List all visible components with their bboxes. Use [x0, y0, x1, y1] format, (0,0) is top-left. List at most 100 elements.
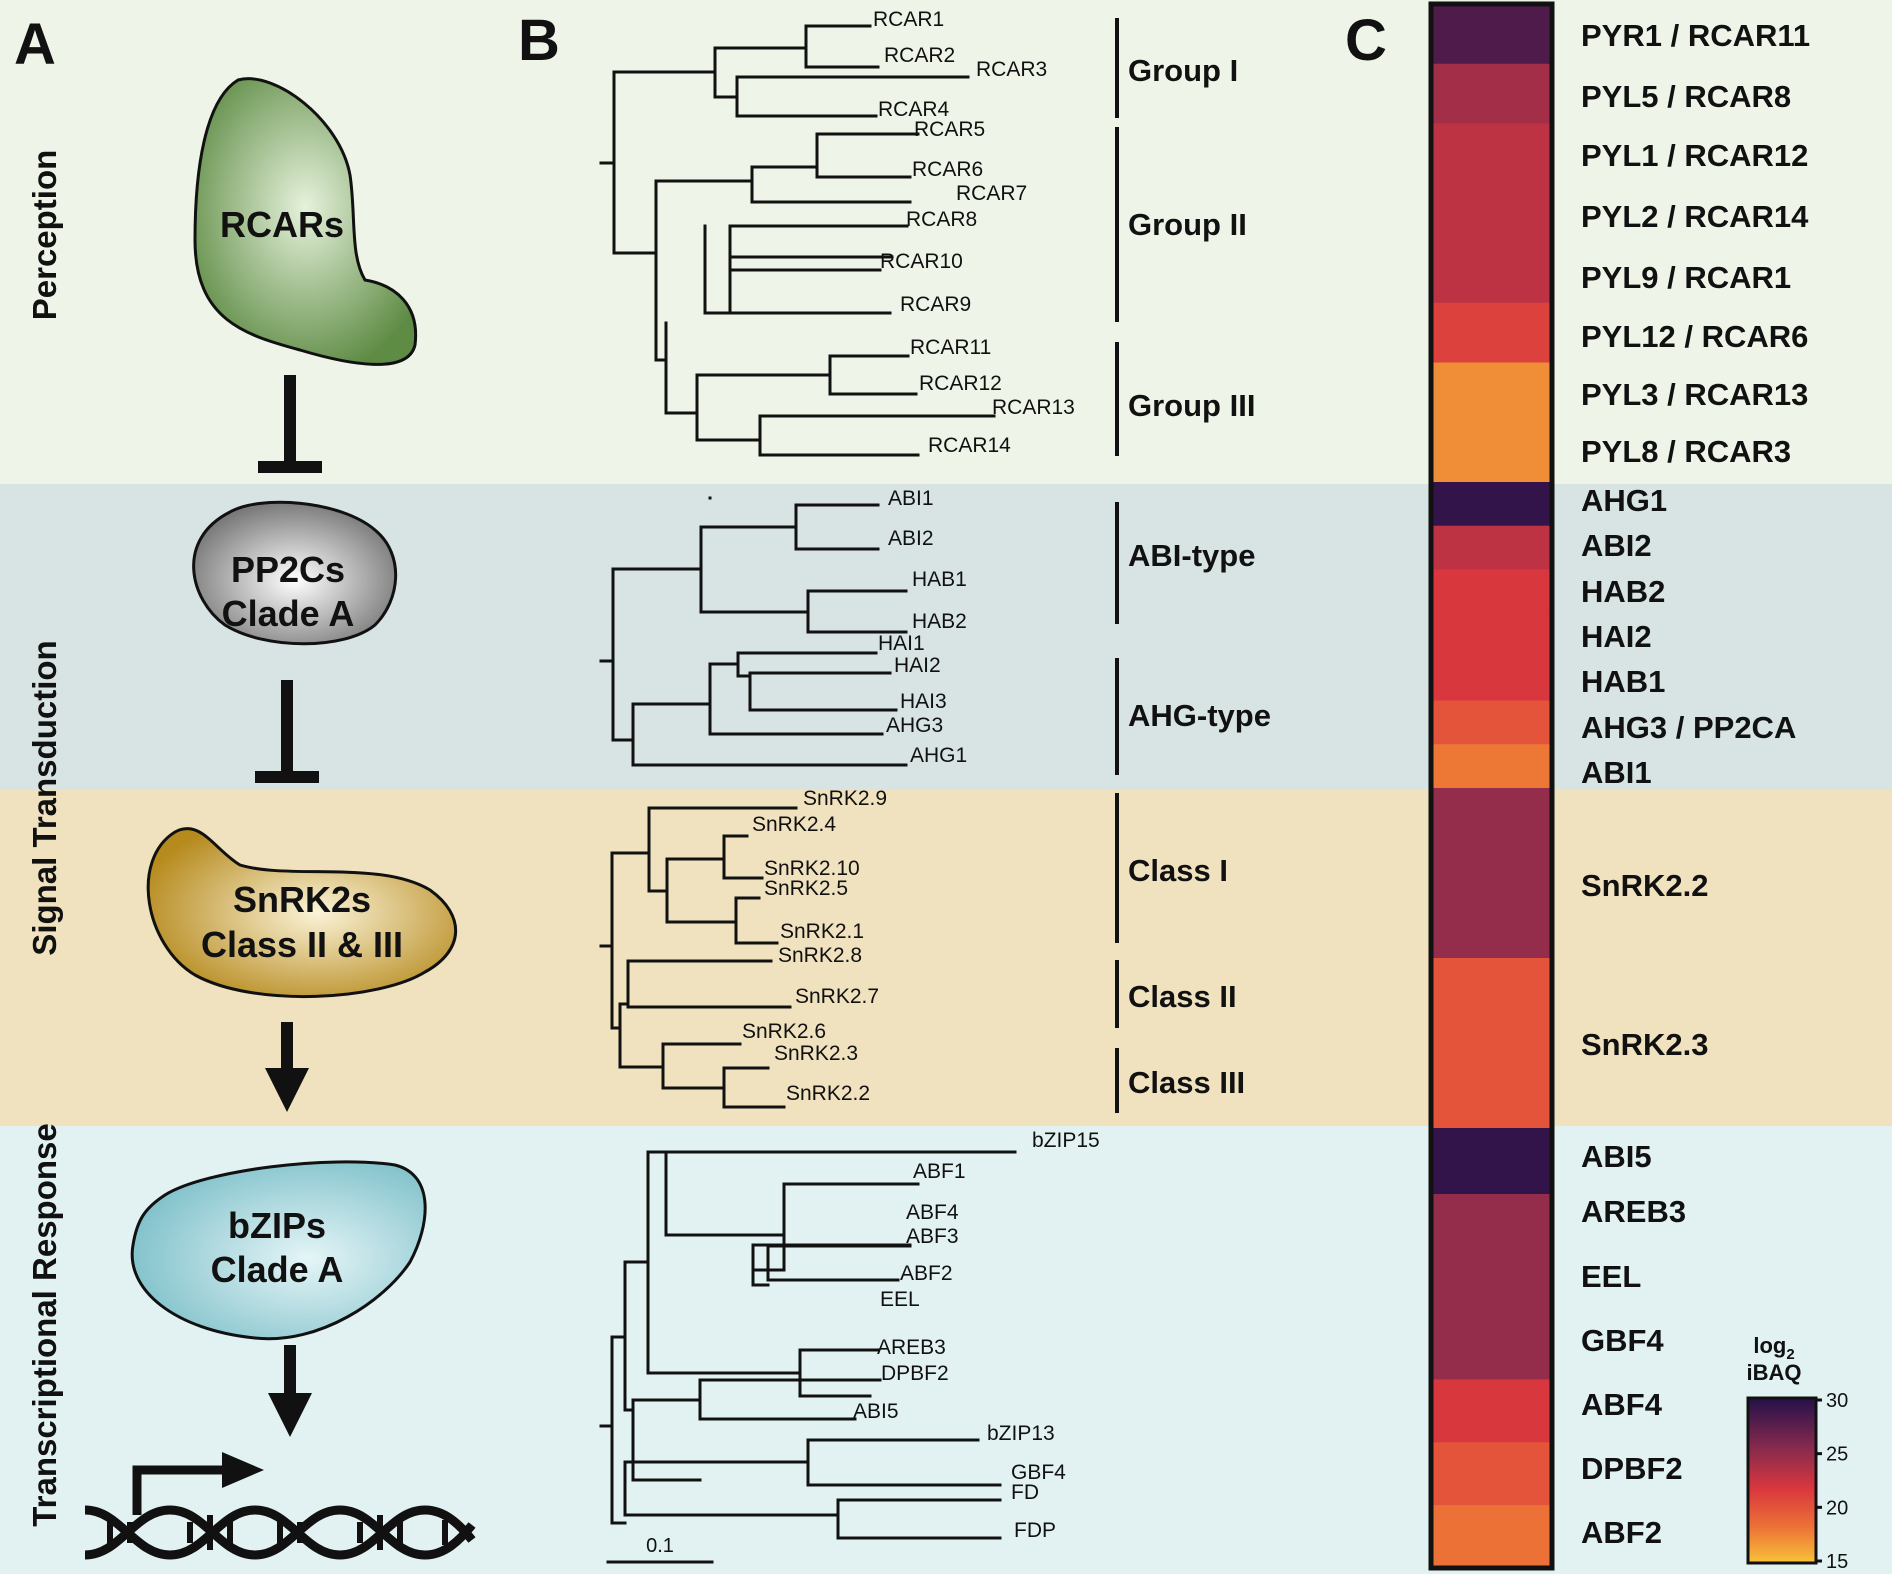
pp2cs-label-line1: PP2Cs: [231, 549, 345, 590]
pp2c-tree: [599, 503, 908, 767]
tree-leaf-rcar: RCAR7: [956, 182, 1027, 205]
tree-leaf-rcar: RCAR6: [912, 158, 983, 181]
colorbar-tick-label: 30: [1826, 1390, 1848, 1412]
tree-leaf-snrk: SnRK2.8: [778, 944, 862, 967]
tree-leaf-bzip: AREB3: [877, 1336, 946, 1359]
rcar-tree: [599, 24, 996, 500]
heatmap-cell-bzip: [1431, 1128, 1552, 1195]
tree-leaf-bzip: ABF4: [906, 1201, 959, 1224]
heatmap-cell-pp2c: [1431, 656, 1552, 702]
group-label-rcar: Group I: [1128, 53, 1238, 88]
colorbar-tick-label: 15: [1826, 1551, 1848, 1573]
pathway-diagram: RCARs PP2Cs Clade A SnRK2s Class II & II…: [84, 77, 476, 1560]
snrk2s-label-line1: SnRK2s: [233, 879, 371, 920]
heatmap-cell-bzip: [1431, 1379, 1552, 1443]
tree-leaf-bzip: FDP: [1014, 1519, 1056, 1542]
tree-leaf-rcar: RCAR5: [914, 118, 985, 141]
inhibit-arrow-1: [258, 375, 322, 473]
heatmap-cell-bzip: [1431, 1442, 1552, 1506]
tree-leaf-pp2c: HAB2: [912, 610, 967, 633]
heatmap-row-label-pp2c: ABI1: [1581, 755, 1652, 790]
colorbar-title-line1: log2: [1753, 1333, 1794, 1363]
tree-leaf-bzip: bZIP13: [987, 1422, 1055, 1445]
heatmap-cell-pp2c: [1431, 482, 1552, 527]
heatmap-row-label-rcar: PYL12 / RCAR6: [1581, 319, 1808, 354]
heatmap-cell-snrk: [1431, 958, 1552, 1129]
bzips-label-line2: Clade A: [211, 1249, 344, 1290]
heatmap-cell-pp2c: [1431, 700, 1552, 745]
tree-leaf-snrk: SnRK2.9: [803, 787, 887, 810]
tree-leaf-rcar: RCAR1: [873, 8, 944, 31]
heatmap-cell-pp2c: [1431, 525, 1552, 570]
heatmap-row-label-rcar: PYL5 / RCAR8: [1581, 79, 1791, 114]
heatmap-cell-rcar: [1431, 4, 1552, 65]
tree-leaf-pp2c: HAI2: [894, 654, 941, 677]
transcription-start-arrowhead: [222, 1452, 264, 1488]
heatmap-row-label-bzip: EEL: [1581, 1259, 1641, 1294]
heatmap-cell-rcar: [1431, 243, 1552, 304]
heatmap-row-label-rcar: PYL2 / RCAR14: [1581, 199, 1809, 234]
group-label-rcar: Group III: [1128, 388, 1255, 423]
heatmap-row-label-pp2c: ABI2: [1581, 528, 1652, 563]
tree-leaf-bzip: bZIP15: [1032, 1129, 1100, 1152]
dna-rungs: [107, 1515, 448, 1550]
colorbar-tick-label: 25: [1826, 1444, 1848, 1466]
tree-leaf-rcar: RCAR8: [906, 208, 977, 231]
tree-leaf-pp2c: AHG1: [910, 744, 967, 767]
tree-leaf-rcar: RCAR3: [976, 58, 1047, 81]
heatmap-cell-rcar: [1431, 183, 1552, 244]
heatmap-row-label-pp2c: AHG1: [1581, 483, 1667, 518]
pp2cs-shape: [192, 500, 398, 646]
bzip-tree: [599, 1150, 1017, 1540]
bzip-tree-branches: [599, 1150, 1017, 1540]
tree-leaf-snrk: SnRK2.10: [764, 857, 860, 880]
group-label-pp2c: ABI-type: [1128, 538, 1255, 573]
tree-leaf-snrk: SnRK2.4: [752, 813, 836, 836]
scale-bar-label: 0.1: [646, 1535, 674, 1557]
tree-leaf-rcar: RCAR12: [919, 372, 1002, 395]
heatmap-row-label-pp2c: HAB1: [1581, 664, 1665, 699]
group-label-snrk: Class I: [1128, 853, 1228, 888]
activation-arrowhead-2: [268, 1393, 312, 1437]
tree-leaf-bzip: GBF4: [1011, 1461, 1066, 1484]
colorbar-gradient: [1746, 1396, 1818, 1565]
tree-leaf-pp2c: HAB1: [912, 568, 967, 591]
snrk2s-label-line2: Class II & III: [201, 924, 403, 965]
heatmap-row-label-bzip: AREB3: [1581, 1194, 1686, 1229]
pp2cs-label-line2: Clade A: [222, 593, 355, 634]
dna-icon: [84, 1452, 476, 1560]
group-label-snrk: Class II: [1128, 979, 1237, 1014]
heatmap-row-label-bzip: ABI5: [1581, 1139, 1652, 1174]
panel-letter-c: C: [1345, 8, 1387, 73]
pp2c-tree-branches: [599, 503, 908, 767]
snrk-tree: [599, 806, 798, 1109]
dna-strand-2: [84, 1505, 476, 1560]
heatmap-row-label-rcar: PYL3 / RCAR13: [1581, 377, 1808, 412]
heatmap-cell-pp2c: [1431, 744, 1552, 789]
tree-leaf-rcar: RCAR10: [880, 250, 963, 273]
rcars-label: RCARs: [220, 204, 344, 245]
tree-leaf-bzip: FD: [1011, 1481, 1039, 1504]
tree-leaf-rcar: RCAR9: [900, 293, 971, 316]
snrk-tree-branches: [599, 806, 798, 1109]
tree-leaf-pp2c: ABI1: [888, 487, 934, 510]
tree-leaf-pp2c: AHG3: [886, 714, 943, 737]
tree-leaf-snrk: SnRK2.5: [764, 877, 848, 900]
heatmap-cell-rcar: [1431, 302, 1552, 363]
dna-strand-1: [84, 1505, 476, 1560]
tree-leaf-rcar: RCAR13: [992, 396, 1075, 419]
tree-labels: RCAR1RCAR2RCAR3RCAR4RCAR5RCAR6RCAR7RCAR8…: [742, 8, 1271, 1542]
tree-leaf-snrk: SnRK2.3: [774, 1042, 858, 1065]
tree-leaf-rcar: RCAR2: [884, 44, 955, 67]
group-label-snrk: Class III: [1128, 1065, 1245, 1100]
tree-leaf-rcar: RCAR14: [928, 434, 1011, 457]
colorbar-tick-label: 20: [1826, 1497, 1848, 1519]
heatmap-row-label-pp2c: HAI2: [1581, 619, 1652, 654]
heatmap-row-label-pp2c: AHG3 / PP2CA: [1581, 710, 1796, 745]
tree-leaf-snrk: SnRK2.6: [742, 1020, 826, 1043]
colorbar-title-sub: 2: [1786, 1346, 1794, 1363]
tree-leaf-pp2c: HAI1: [878, 632, 925, 655]
